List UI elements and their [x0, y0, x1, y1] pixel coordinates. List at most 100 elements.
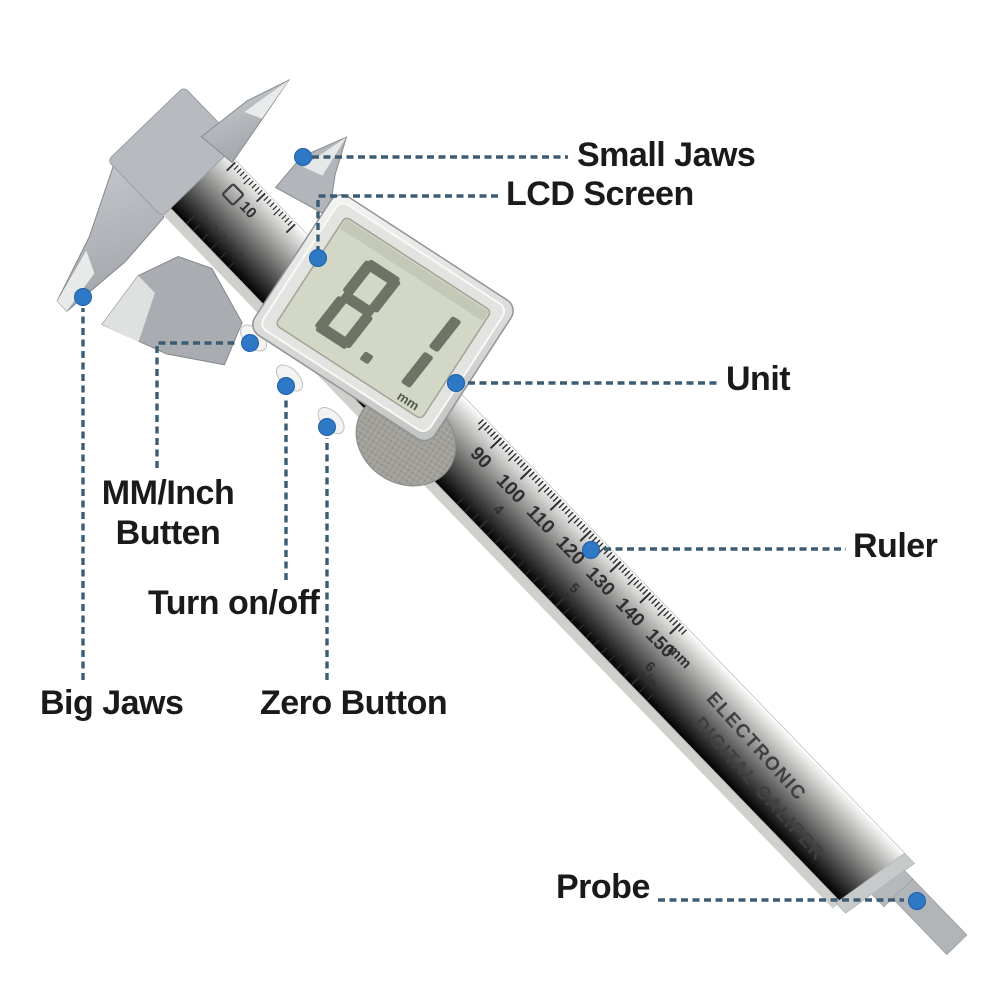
top-mm-tick — [266, 199, 272, 205]
inch-subdigit: 1 — [645, 677, 656, 688]
probe-dot — [908, 892, 926, 910]
mm-tick — [588, 533, 595, 540]
inch-subdigit: 5 — [599, 630, 610, 641]
top-mm-tick — [272, 205, 278, 211]
callout-lines — [81, 155, 904, 902]
label-turn-on-off: Turn on/off — [148, 584, 320, 622]
mm-tick — [636, 582, 643, 589]
top-mm-tick — [255, 192, 266, 203]
callout-dots — [74, 148, 926, 910]
lcd-segment — [343, 260, 375, 296]
origin-square-symbol — [222, 183, 244, 206]
inch-tick — [456, 497, 464, 505]
lcd-screen-dot — [309, 249, 327, 267]
mm-tick — [537, 480, 544, 487]
top-mm-tick — [254, 186, 260, 192]
mm-tick — [549, 499, 562, 511]
inch-subdigit: 3 — [508, 535, 519, 546]
mm-tick — [519, 468, 532, 480]
inch-tick — [638, 686, 646, 693]
zero-button-dot — [318, 418, 336, 436]
mm-tick — [582, 527, 589, 533]
mm-tick — [642, 588, 649, 595]
mm-tick — [666, 613, 673, 620]
mm-tick — [669, 622, 682, 635]
mm-tick — [501, 443, 508, 450]
top-mm-tick — [273, 208, 281, 216]
inch-tick — [563, 607, 570, 615]
lcd-screen-line — [316, 194, 498, 249]
inch-subdigit: 7 — [615, 645, 626, 656]
mm-tick — [519, 462, 526, 468]
big-jaw-movable-edge — [102, 275, 155, 343]
top-mm-tick — [243, 177, 251, 185]
mm-tick — [516, 459, 523, 465]
inch-tick — [623, 670, 631, 678]
inch-subdigit: 5 — [524, 551, 535, 562]
top-mm-tick — [239, 171, 245, 177]
inch-tick — [464, 505, 472, 513]
mm-tick — [552, 496, 559, 503]
inch-tick — [472, 513, 479, 520]
lcd-segment — [369, 277, 401, 313]
top-inch-tick — [185, 211, 199, 225]
top-inch-tick — [201, 233, 209, 241]
mm-tick — [504, 446, 511, 453]
mm-tick — [576, 520, 583, 527]
inch-tick — [631, 671, 645, 686]
inch-subdigit: 6 — [607, 637, 618, 648]
inch-subdigit: 8 — [622, 653, 633, 664]
inch-tick — [532, 576, 540, 583]
mm-tick — [483, 425, 490, 431]
label-mm-inch-line1: MM/Inch — [101, 474, 235, 512]
label-mm-inch-button: MM/Inch Butten — [88, 473, 248, 553]
mm-inch-dot — [241, 334, 259, 352]
top-mm-tick — [287, 220, 293, 226]
inch-subdigit: 4 — [516, 543, 527, 554]
lcd-segment — [429, 316, 461, 352]
mm-tick — [489, 431, 496, 438]
top-inch-digit: 3 — [217, 233, 229, 244]
mm-tick — [537, 483, 547, 493]
mm-tick — [498, 440, 505, 447]
top-mm-tick — [281, 214, 287, 220]
label-small-jaws: Small Jaws — [577, 136, 756, 174]
inch-tick — [578, 623, 585, 630]
small-jaw-fixed-edge — [244, 80, 289, 119]
inch-tick — [608, 654, 616, 662]
lcd-segment — [401, 352, 433, 388]
inch-subdigit: 1 — [569, 598, 580, 609]
label-zero-button: Zero Button — [260, 684, 448, 722]
top-inch-tick — [193, 224, 200, 232]
big-jaw-fixed-edge — [57, 250, 95, 312]
mm-tick — [507, 449, 514, 456]
inch-tick — [525, 568, 532, 575]
label-ruler: Ruler — [853, 527, 938, 565]
inch-tick — [517, 560, 525, 568]
mm-tick — [564, 508, 571, 515]
lcd-inner-shadow — [340, 219, 489, 322]
inch-tick — [494, 537, 502, 544]
top-mm-tick — [269, 202, 275, 208]
mm-tick — [528, 471, 535, 478]
mm-tick — [591, 536, 598, 543]
lcd-decimal-point — [360, 351, 374, 364]
label-lcd-screen: LCD Screen — [506, 175, 694, 213]
mm-tick — [486, 428, 493, 434]
mm-tick — [492, 434, 499, 441]
inch-tick — [570, 615, 578, 623]
mm-tick — [654, 601, 661, 608]
mm-inch-line — [155, 341, 239, 468]
inch-subdigit: 6 — [531, 559, 542, 570]
inch-tick — [479, 514, 494, 529]
mm-tick — [621, 567, 628, 574]
top-inch-tick — [228, 261, 236, 268]
mm-tick — [669, 616, 676, 623]
mm-tick — [534, 477, 541, 484]
top-inch-digit: 4 — [225, 242, 237, 253]
mm-tick — [651, 598, 658, 605]
mm-tick — [546, 489, 553, 496]
